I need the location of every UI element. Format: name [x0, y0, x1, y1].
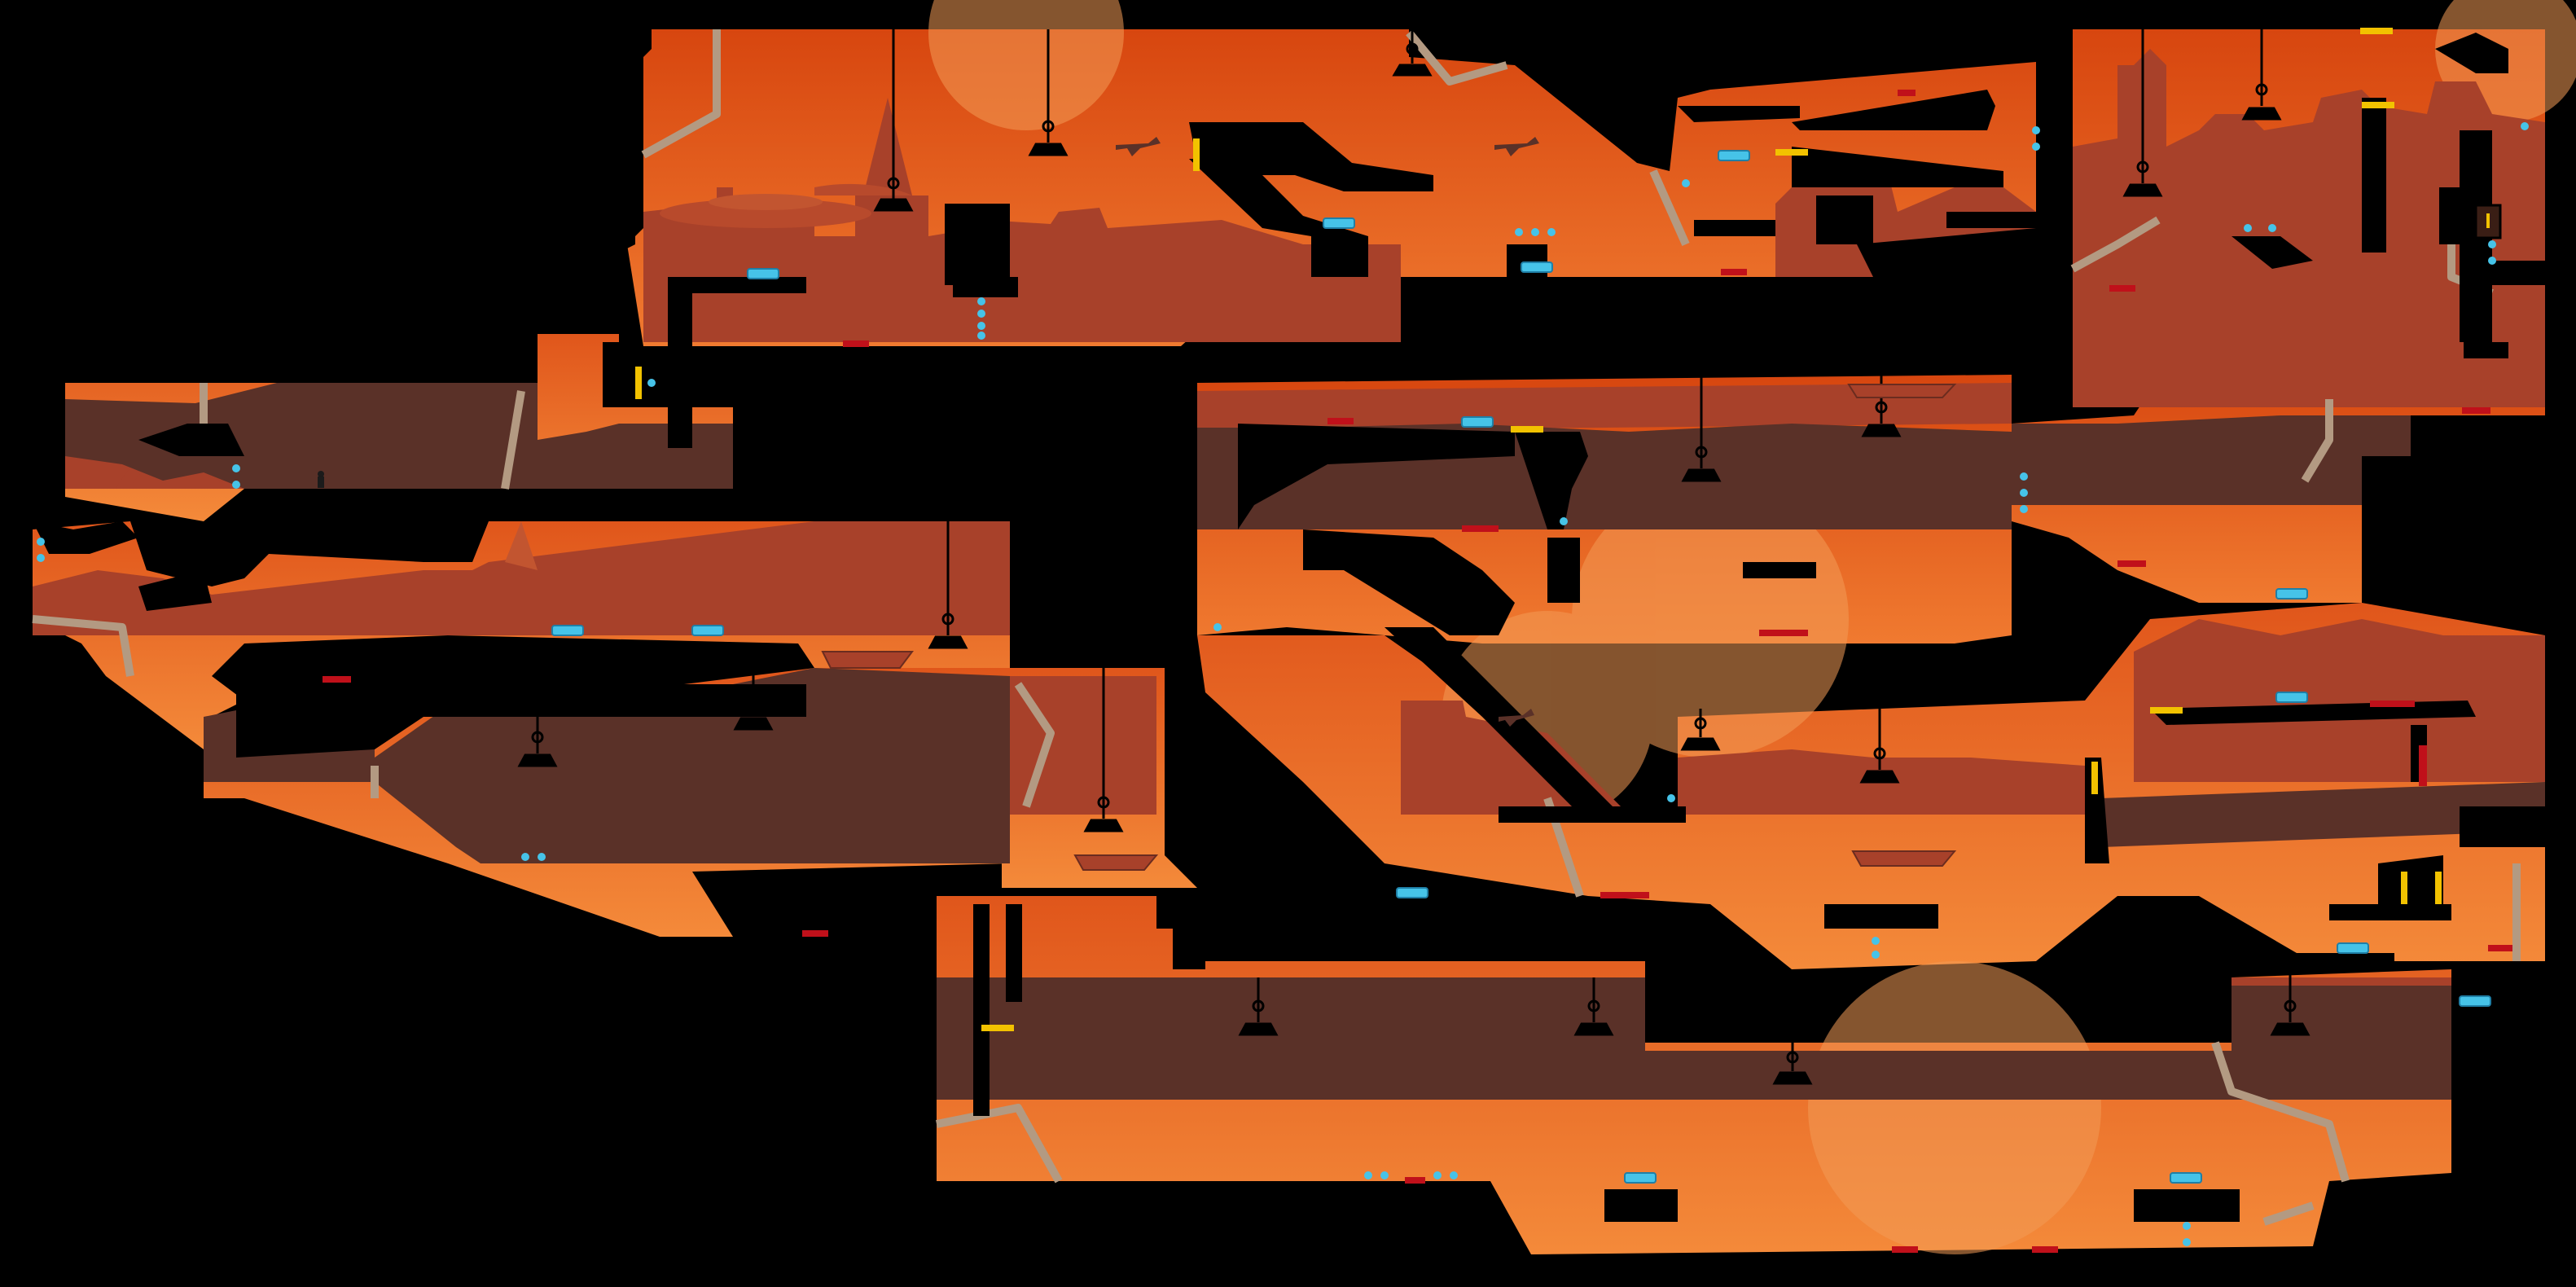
- hanging-lamp: [733, 668, 774, 731]
- hanging-lamp: [1028, 29, 1069, 156]
- hazard-stripes: [635, 28, 2442, 1031]
- gem-cluster: [1213, 517, 1675, 802]
- ground-bands: [65, 383, 2545, 1100]
- gem-cluster: [2020, 472, 2028, 513]
- exit-door: [2474, 204, 2502, 239]
- hanging-lamp: [2122, 29, 2163, 197]
- hanging-lamp: [1681, 375, 1722, 482]
- hanging-lamp: [1392, 29, 1433, 77]
- hanging-lamp: [1861, 375, 1902, 437]
- blue-crate: [1461, 416, 1494, 428]
- hanging-lamp: [1573, 977, 1614, 1036]
- hanging-lamp: [1680, 709, 1721, 751]
- gem-cluster: [2244, 224, 2276, 232]
- gem-cluster: [1515, 228, 1556, 236]
- blue-crate: [1521, 261, 1553, 273]
- black-walls: [33, 29, 2545, 1222]
- hanging-lamp: [873, 29, 914, 212]
- gem-cluster: [2488, 240, 2496, 265]
- hanging-lamp: [1859, 709, 1900, 784]
- gem-cluster: [232, 464, 240, 489]
- blue-crate: [747, 268, 779, 279]
- blue-crate: [551, 625, 584, 636]
- gem-clusters: [37, 122, 2529, 1246]
- city-silhouettes: [33, 49, 2545, 1043]
- blue-crate: [1323, 217, 1355, 229]
- gem-cluster: [1364, 1171, 1458, 1179]
- blue-crate: [2275, 588, 2308, 600]
- ships: [821, 384, 1957, 871]
- gem-cluster: [647, 122, 2529, 387]
- hanging-lamp: [1238, 977, 1279, 1036]
- blue-crate: [1624, 1172, 1657, 1184]
- gem-cluster: [37, 538, 45, 562]
- gem-cluster: [521, 853, 546, 861]
- hanging-lamp: [1772, 1043, 1813, 1085]
- blue-crates: [551, 150, 2491, 1184]
- airplanes: [1116, 137, 1539, 727]
- blue-crate: [2275, 692, 2308, 703]
- blue-crate: [691, 625, 724, 636]
- hanging-lamp: [928, 521, 968, 649]
- red-spikes: [323, 90, 2512, 1253]
- hanging-lamps: [517, 29, 2311, 1085]
- hanging-lamp: [2241, 29, 2282, 121]
- player-character: [318, 471, 324, 488]
- blue-crate: [1718, 150, 1750, 161]
- gem-cluster: [2183, 1222, 2191, 1246]
- blue-crate: [2459, 995, 2491, 1007]
- blue-crate: [2337, 942, 2369, 954]
- blue-crate: [1396, 887, 1428, 898]
- gem-cluster: [1872, 937, 1880, 959]
- blue-crate: [2170, 1172, 2202, 1184]
- hanging-lamp: [517, 668, 558, 767]
- gem-cluster: [2032, 126, 2040, 151]
- gem-cluster: [977, 297, 985, 340]
- hanging-lamp: [1083, 668, 1124, 832]
- hanging-lamp: [2270, 969, 2311, 1036]
